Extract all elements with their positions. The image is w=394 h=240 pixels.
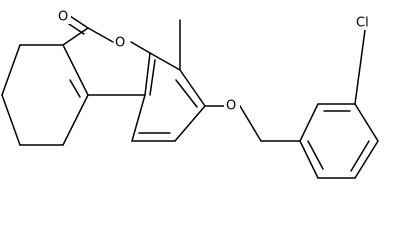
ring-bond bbox=[130, 41, 151, 54]
aromatic-inner-bond bbox=[175, 79, 198, 108]
aromatic-bond bbox=[174, 105, 206, 142]
ring-bond bbox=[62, 94, 89, 146]
ether-bond bbox=[239, 105, 262, 142]
ring-oxygen-label: O bbox=[115, 36, 125, 51]
label-mask bbox=[355, 14, 379, 30]
bond-layer bbox=[1, 15, 379, 179]
aromatic-bond bbox=[149, 52, 181, 71]
ring-bond bbox=[1, 44, 21, 96]
ring-bond bbox=[144, 52, 151, 96]
double-bond bbox=[69, 79, 81, 98]
label-mask bbox=[57, 8, 71, 24]
phenyl-bond bbox=[299, 140, 319, 179]
c-cl-bond bbox=[354, 29, 366, 105]
carbonyl-bond bbox=[69, 15, 89, 29]
ether-oxygen-label: O bbox=[226, 99, 236, 114]
aromatic-bond bbox=[131, 94, 146, 142]
ring-bond bbox=[62, 44, 89, 96]
phenyl-bond bbox=[299, 103, 319, 142]
aromatic-inner-bond bbox=[149, 59, 156, 96]
phenyl-inner-bond bbox=[307, 140, 324, 170]
phenyl-bond bbox=[354, 103, 379, 142]
phenyl-bond bbox=[354, 140, 379, 179]
aromatic-bond bbox=[179, 69, 206, 107]
chlorine-label: Cl bbox=[356, 16, 369, 31]
phenyl-inner-bond bbox=[350, 140, 370, 172]
label-mask bbox=[224, 97, 240, 113]
ring-bond bbox=[62, 27, 89, 46]
label-mask bbox=[114, 34, 130, 50]
ring-bond bbox=[87, 27, 114, 43]
ring-bond bbox=[1, 94, 21, 146]
carbonyl-oxygen-label: O bbox=[58, 10, 68, 25]
molecule-structure: O O O Cl bbox=[1, 8, 379, 179]
